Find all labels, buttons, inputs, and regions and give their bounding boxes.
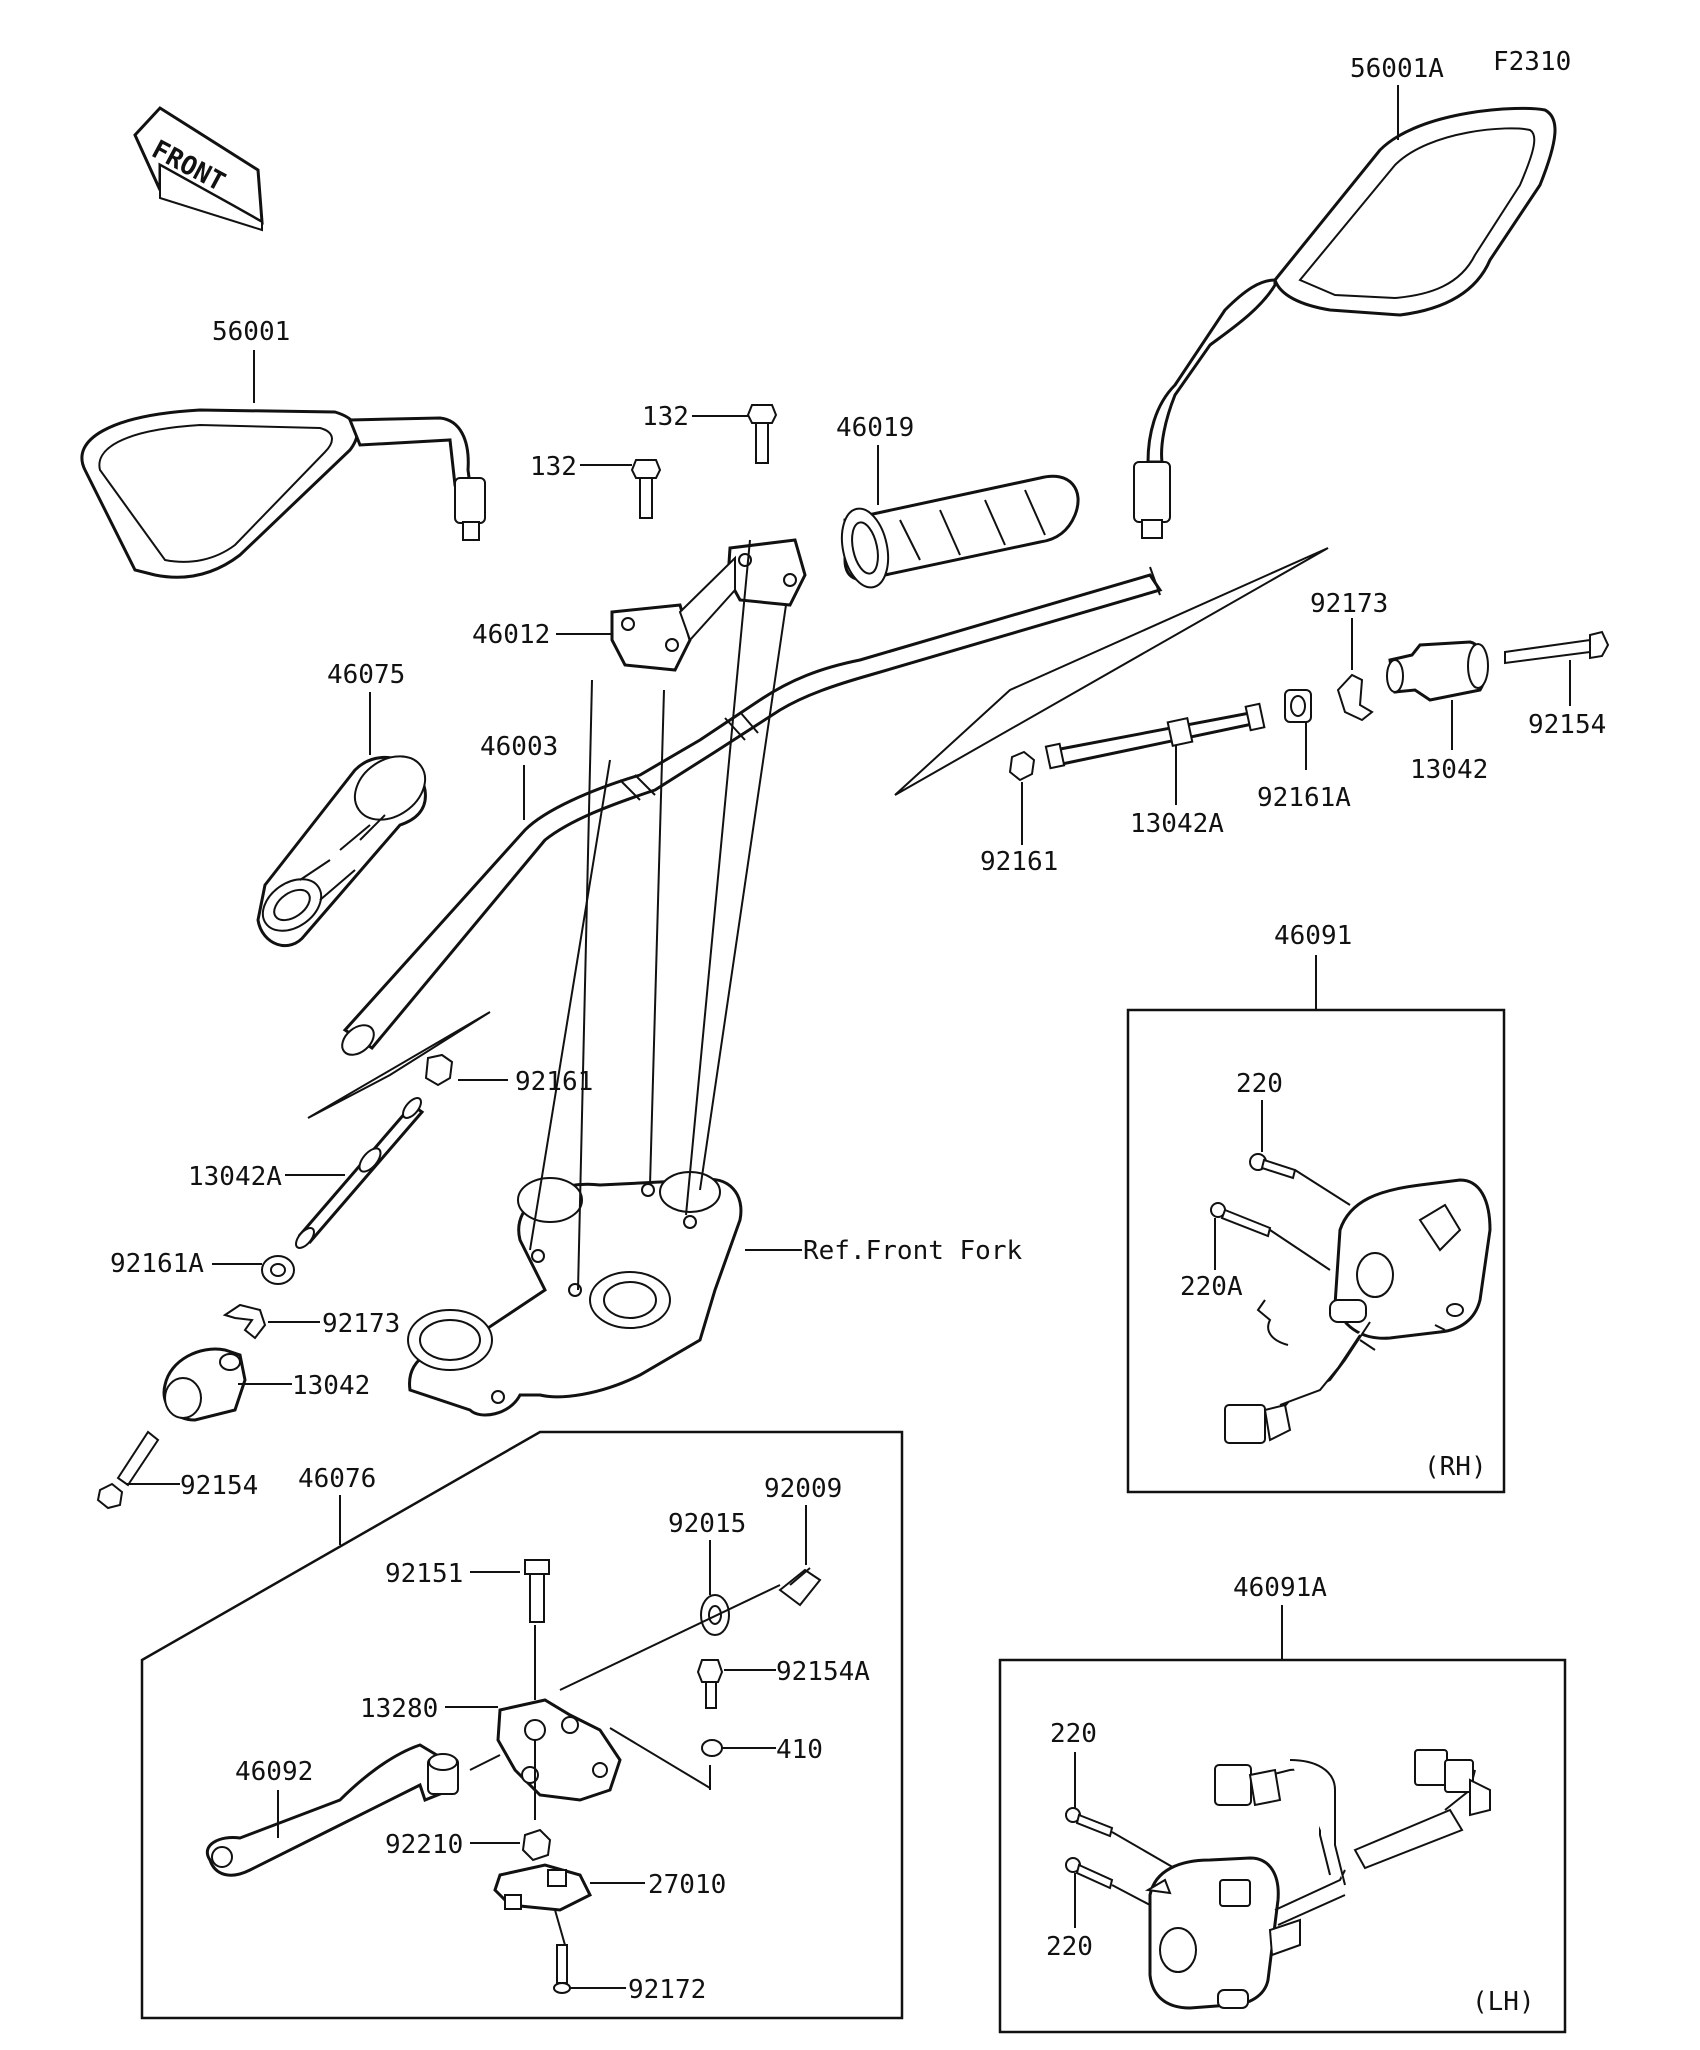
screw-92172 xyxy=(553,1944,571,1994)
label-92161A-right: 92161A xyxy=(1257,783,1351,813)
label-13042-right: 13042 xyxy=(1410,755,1488,785)
label-92173-right: 92173 xyxy=(1310,589,1388,619)
handlebar-holder xyxy=(610,538,807,672)
label-92161-right: 92161 xyxy=(980,847,1058,877)
bolt-92154-left xyxy=(96,1430,160,1510)
washer-410 xyxy=(701,1739,723,1757)
nut-92210 xyxy=(521,1828,552,1862)
label-13042-left: 13042 xyxy=(292,1371,370,1401)
label-92151: 92151 xyxy=(385,1559,463,1589)
clip-92173-right xyxy=(1336,673,1374,722)
label-13042A-left: 13042A xyxy=(188,1162,282,1192)
diagram-code: F2310 xyxy=(1493,47,1571,77)
label-46091: 46091 xyxy=(1274,921,1352,951)
label-132-a: 132 xyxy=(530,452,577,482)
adjuster-92009 xyxy=(778,1567,822,1607)
shaft-13042A-right xyxy=(1044,702,1266,770)
weight-13042-right xyxy=(1386,640,1489,702)
label-92172: 92172 xyxy=(628,1975,706,2005)
label-46091A: 46091A xyxy=(1233,1573,1327,1603)
handlebar-switch-lh xyxy=(1145,1856,1301,2010)
label-92009: 92009 xyxy=(764,1474,842,1504)
label-56001: 56001 xyxy=(212,317,290,347)
label-132-b: 132 xyxy=(642,402,689,432)
clip-92173-left xyxy=(222,1303,267,1340)
screw-220-rh xyxy=(1249,1153,1297,1180)
alignment-line xyxy=(685,539,751,1216)
screw-220A-rh xyxy=(1210,1202,1272,1238)
switch-27010 xyxy=(493,1863,593,1912)
label-92210: 92210 xyxy=(385,1830,463,1860)
rh-label: (RH) xyxy=(1424,1452,1487,1482)
clutch-lever-box xyxy=(140,1430,904,2020)
handlebar xyxy=(341,566,1163,1056)
nut-92161-right xyxy=(1008,750,1036,782)
label-92161-left: 92161 xyxy=(515,1067,593,1097)
label-92154A: 92154A xyxy=(776,1657,870,1687)
label-13280: 13280 xyxy=(360,1694,438,1724)
bolt-132-right xyxy=(746,404,778,464)
wire-harness-rh xyxy=(1224,1299,1371,1444)
wire-harness-lh xyxy=(1214,1749,1491,1926)
label-92154-right: 92154 xyxy=(1528,710,1606,740)
label-220-lh-1: 220 xyxy=(1050,1719,1097,1749)
ref-front-fork-label: Ref.Front Fork xyxy=(803,1236,1022,1266)
label-46076: 46076 xyxy=(298,1464,376,1494)
lever-holder-13280 xyxy=(496,1698,622,1802)
bolt-92154-right xyxy=(1504,630,1610,665)
bolt-92154A xyxy=(696,1659,724,1709)
label-410: 410 xyxy=(776,1735,823,1765)
label-13042A-right: 13042A xyxy=(1130,809,1224,839)
alignment-line xyxy=(577,679,593,1291)
grip-left xyxy=(256,755,427,948)
label-46003: 46003 xyxy=(480,732,558,762)
alignment-line xyxy=(699,604,787,1191)
label-46012: 46012 xyxy=(472,620,550,650)
label-46019: 46019 xyxy=(836,413,914,443)
shaft-13042A-left xyxy=(295,1097,425,1249)
label-92161A-left: 92161A xyxy=(110,1249,204,1279)
label-92173-left: 92173 xyxy=(322,1309,400,1339)
clutch-lever-46092 xyxy=(206,1743,459,1877)
alignment-line xyxy=(649,689,665,1186)
mirror-right xyxy=(1133,106,1557,539)
alignment-line xyxy=(529,759,611,1251)
label-46092: 46092 xyxy=(235,1757,313,1787)
label-27010: 27010 xyxy=(648,1870,726,1900)
weight-13042-left xyxy=(162,1347,247,1422)
bar-end-cutaway-left xyxy=(307,1011,491,1119)
lh-switch-box xyxy=(998,1658,1567,2034)
label-220-rh: 220 xyxy=(1236,1069,1283,1099)
label-220A-rh: 220A xyxy=(1180,1272,1243,1302)
collar-92161A-left xyxy=(261,1255,295,1285)
lh-label: (LH) xyxy=(1472,1987,1535,2017)
nut-92161-left xyxy=(424,1053,454,1087)
label-92154-left: 92154 xyxy=(180,1471,258,1501)
bar-end-cutaway-right xyxy=(894,547,1329,796)
screw-220-lh-1 xyxy=(1065,1807,1114,1838)
label-56001A: 56001A xyxy=(1350,54,1444,84)
label-46075: 46075 xyxy=(327,660,405,690)
screw-220-lh-2 xyxy=(1065,1857,1114,1890)
label-92015: 92015 xyxy=(668,1509,746,1539)
label-220-lh-2: 220 xyxy=(1046,1932,1093,1962)
triple-clamp xyxy=(407,1171,743,1417)
front-arrow-icon: FRONT xyxy=(133,106,264,232)
bolt-132-left xyxy=(630,459,662,519)
bolt-92151 xyxy=(524,1559,550,1623)
handlebar-switch-rh xyxy=(1329,1178,1492,1351)
grip-right xyxy=(840,474,1080,589)
mirror-left xyxy=(80,408,486,579)
collar-92161A-right xyxy=(1284,689,1312,723)
